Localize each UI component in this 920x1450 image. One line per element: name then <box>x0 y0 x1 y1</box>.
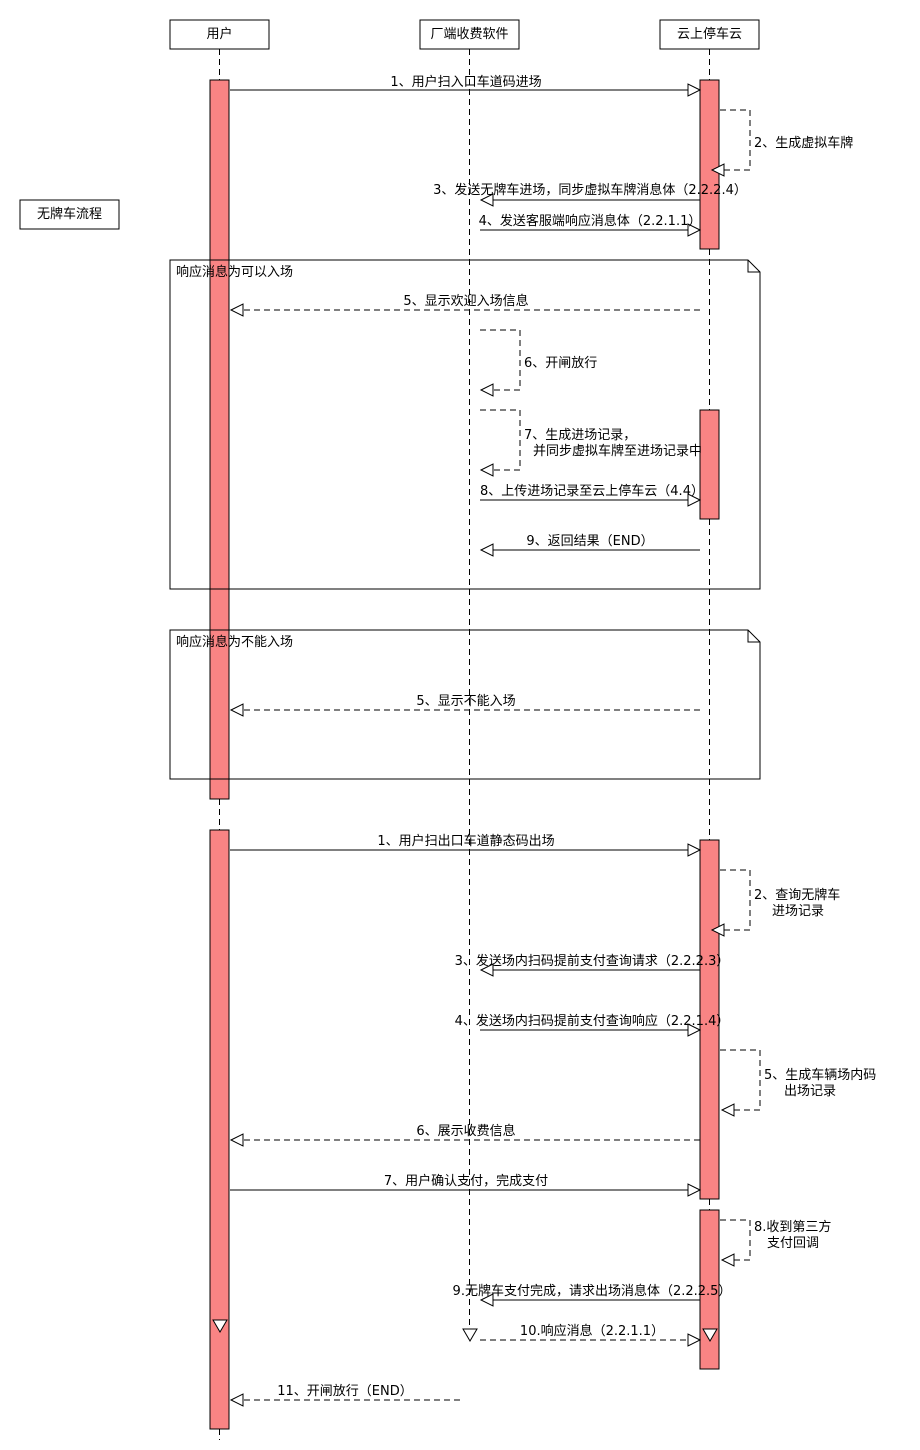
frame-allow-entry <box>169 259 761 590</box>
msg-entry-6-arrowhead <box>479 383 494 397</box>
msg-exit-5-label-line2: 出场记录 <box>784 1084 836 1099</box>
flow-note-box <box>19 199 120 230</box>
msg-exit-7-label: 7、用户确认支付，完成支付 <box>384 1173 548 1189</box>
participant-user-label: 用户 <box>206 26 232 42</box>
activation-cloud-1 <box>699 79 720 250</box>
msg-exit-7-arrowhead <box>687 1183 702 1197</box>
msg-entry-7-label-line2: 并同步虚拟车牌至进场记录中 <box>533 443 702 459</box>
msg-entry-5a-arrowhead <box>229 303 244 317</box>
flow-note-label: 无牌车流程 <box>37 206 102 222</box>
msg-exit-10-arrowhead <box>687 1333 702 1347</box>
frame-deny-entry-label: 响应消息为不能入场 <box>176 634 293 650</box>
activation-user-entry <box>209 79 230 800</box>
lifeline-user-end-marker <box>212 1319 228 1333</box>
msg-entry-4-label: 4、发送客服端响应消息体（2.2.1.1） <box>479 213 702 229</box>
msg-entry-4-arrowhead <box>687 223 702 237</box>
msg-entry-2-line <box>720 109 751 171</box>
msg-exit-8-arrowhead <box>720 1253 735 1267</box>
participant-vendor-label: 厂端收费软件 <box>430 27 508 42</box>
msg-exit-2-line <box>720 869 751 931</box>
participant-vendor-box <box>419 19 520 50</box>
frame-allow-entry-label: 响应消息为可以入场 <box>176 264 293 280</box>
msg-entry-1-arrowhead <box>687 83 702 97</box>
msg-exit-5-arrowhead <box>720 1103 735 1117</box>
msg-exit-6-arrowhead <box>229 1133 244 1147</box>
msg-entry-6-label: 6、开闸放行 <box>524 356 597 371</box>
msg-entry-5b-label: 5、显示不能入场 <box>416 694 515 709</box>
msg-exit-8-line <box>720 1219 751 1261</box>
msg-exit-5-line <box>720 1049 761 1111</box>
msg-exit-2-label-line2: 进场记录 <box>772 904 824 919</box>
msg-exit-4-arrowhead <box>687 1023 702 1037</box>
msg-entry-5b-arrowhead <box>229 703 244 717</box>
msg-entry-8-label: 8、上传进场记录至云上停车云（4.4） <box>480 483 704 499</box>
msg-exit-5-label-line1: 5、生成车辆场内码 <box>764 1067 876 1083</box>
activation-cloud-2 <box>699 409 720 520</box>
msg-exit-2-arrowhead <box>710 923 725 937</box>
msg-entry-9-arrowhead <box>479 543 494 557</box>
msg-entry-2-label: 2、生成虚拟车牌 <box>754 135 853 151</box>
msg-entry-3-label: 3、发送无牌车进场，同步虚拟车牌消息体（2.2.2.4） <box>433 182 747 198</box>
msg-entry-6-line <box>480 329 521 391</box>
msg-entry-2-arrowhead <box>710 163 725 177</box>
msg-exit-10-label: 10.响应消息（2.2.1.1） <box>520 1323 664 1339</box>
msg-entry-9-label: 9、返回结果（END） <box>526 534 653 549</box>
msg-entry-1-label: 1、用户扫入口车道码进场 <box>390 74 541 90</box>
msg-exit-9-arrowhead <box>479 1293 494 1307</box>
msg-exit-11-arrowhead <box>229 1393 244 1407</box>
msg-entry-7-line <box>480 409 521 471</box>
msg-exit-2-label-line1: 2、查询无牌车 <box>754 887 840 903</box>
lifeline-vendor-end-marker <box>462 1328 478 1342</box>
msg-exit-8-label-line2: 支付回调 <box>767 1236 819 1251</box>
msg-exit-3-label: 3、发送场内扫码提前支付查询请求（2.2.2.3） <box>455 953 730 969</box>
msg-exit-9-label: 9.无牌车支付完成，请求出场消息体（2.2.2.5） <box>453 1283 732 1299</box>
msg-exit-6-label: 6、展示收费信息 <box>416 1123 515 1139</box>
msg-entry-7-arrowhead <box>479 463 494 477</box>
msg-entry-8-arrowhead <box>687 493 702 507</box>
msg-exit-1-label: 1、用户扫出口车道静态码出场 <box>377 833 554 849</box>
msg-exit-11-label: 11、开闸放行（END） <box>277 1384 413 1399</box>
participant-user-box <box>169 19 270 50</box>
lifeline-cloud-end-marker <box>702 1328 718 1342</box>
activation-user-exit <box>209 829 230 1430</box>
frame-deny-entry <box>169 629 761 780</box>
msg-entry-7-label-line1: 7、生成进场记录， <box>524 428 636 443</box>
msg-exit-1-arrowhead <box>687 843 702 857</box>
msg-exit-8-label-line1: 8.收到第三方 <box>754 1219 831 1235</box>
msg-entry-5a-label: 5、显示欢迎入场信息 <box>403 293 528 309</box>
msg-entry-3-arrowhead <box>479 193 494 207</box>
msg-exit-3-arrowhead <box>479 963 494 977</box>
participant-cloud-label: 云上停车云 <box>677 26 742 42</box>
msg-exit-4-label: 4、发送场内扫码提前支付查询响应（2.2.1.4） <box>455 1013 730 1029</box>
